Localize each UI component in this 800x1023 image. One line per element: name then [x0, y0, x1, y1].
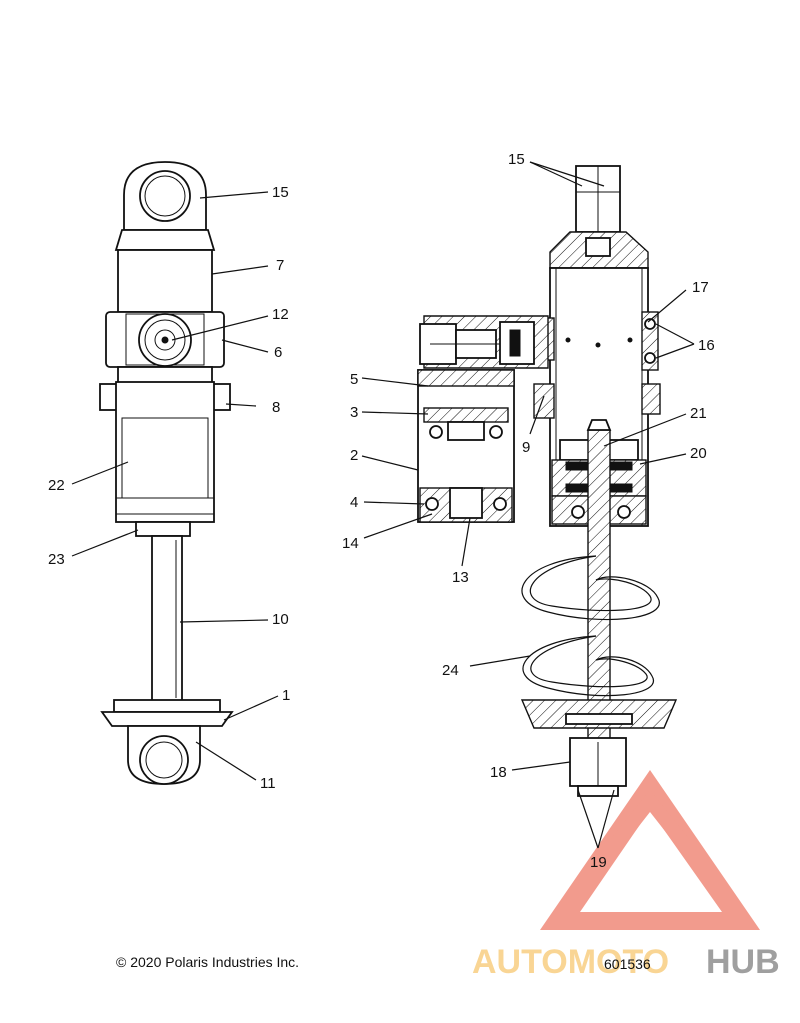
callout-8: 8: [272, 399, 280, 416]
callout-3: 3: [350, 404, 358, 421]
callout-19: 19: [590, 854, 607, 871]
callout-15-top-left: 15: [272, 184, 289, 201]
callout-18: 18: [490, 764, 507, 781]
shock-cross-section-view: [417, 165, 678, 797]
callout-6: 6: [274, 344, 282, 361]
automotohub-watermark: AUTOMOTO HUB: [472, 770, 780, 981]
callout-11: 11: [260, 775, 276, 792]
callout-17: 17: [692, 279, 709, 296]
callout-13: 13: [452, 569, 469, 586]
callout-12: 12: [272, 306, 289, 323]
callout-5: 5: [350, 371, 358, 388]
callout-21: 21: [690, 405, 707, 422]
leader-lines: [71, 161, 695, 849]
coil-spring: [521, 555, 660, 697]
callout-23: 23: [48, 551, 65, 568]
callout-20: 20: [690, 445, 707, 462]
callout-15-top-right: 15: [508, 151, 525, 168]
callout-16: 16: [698, 337, 715, 354]
diagram-number: 601536: [604, 956, 651, 972]
callout-7: 7: [276, 257, 284, 274]
callout-22: 22: [48, 477, 65, 494]
watermark-logo-shape: [540, 770, 760, 930]
watermark-brand-part2: HUB: [706, 943, 780, 981]
callout-1: 1: [282, 687, 290, 704]
callout-2: 2: [350, 447, 358, 464]
callout-labels: 15 7 12 6 8 22 23 10 1 11 15 17 16 5 3 9…: [48, 151, 715, 871]
copyright-text: © 2020 Polaris Industries Inc.: [116, 954, 299, 970]
callout-10: 10: [272, 611, 289, 628]
watermark-brand-part1: AUTOMOTO: [472, 943, 669, 981]
shock-external-view: [99, 161, 234, 785]
callout-14: 14: [342, 535, 359, 552]
callout-9: 9: [522, 439, 530, 456]
footer: © 2020 Polaris Industries Inc. 601536: [116, 954, 651, 972]
callout-4: 4: [350, 494, 358, 511]
callout-24: 24: [442, 662, 459, 679]
